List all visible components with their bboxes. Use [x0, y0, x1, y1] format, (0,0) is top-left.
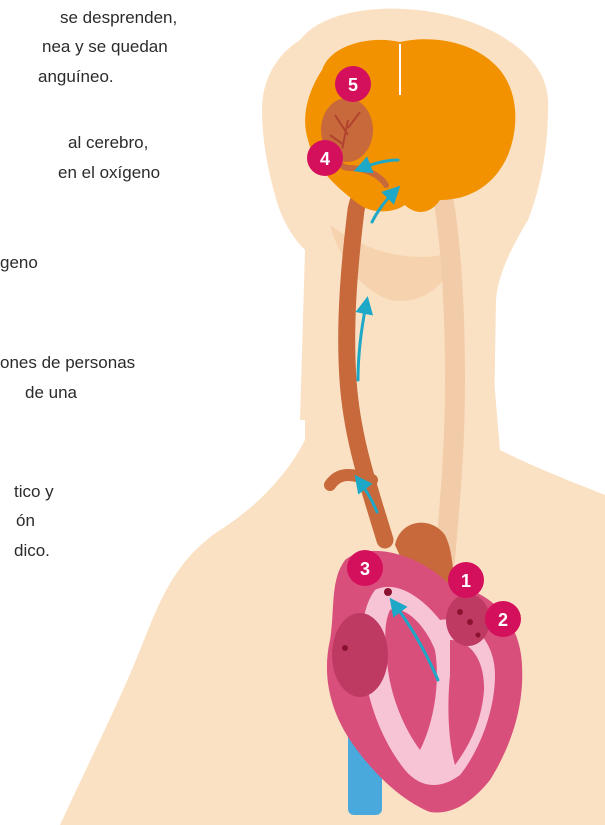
heart	[326, 522, 523, 813]
number-marker-4: 4	[307, 140, 343, 176]
chin-shadow	[330, 225, 460, 301]
marker-label: 4	[320, 149, 330, 169]
left-atrium	[332, 613, 388, 697]
right-carotid-artery	[430, 170, 466, 570]
number-marker-icon	[335, 66, 371, 102]
text-line-9: tico y	[14, 482, 54, 501]
clot-dot	[467, 619, 473, 625]
number-marker-5: 5	[335, 66, 371, 102]
marker-label: 3	[360, 559, 370, 579]
text-line-2: nea y se quedan	[42, 37, 168, 56]
text-line-8: de una	[25, 383, 77, 402]
number-marker-icon	[347, 550, 383, 586]
text-line-4: al cerebro,	[68, 133, 149, 152]
heart-chamber-left	[385, 609, 437, 750]
marker-label: 1	[461, 571, 471, 591]
flow-arrow-icon	[354, 474, 379, 514]
number-marker-3: 3	[347, 550, 383, 586]
number-marker-icon	[307, 140, 343, 176]
text-line-10: ón	[16, 511, 35, 530]
flow-arrow-icon	[355, 296, 374, 382]
flow-arrow-icon	[353, 156, 400, 174]
text-line-7: ones de personas	[0, 353, 136, 372]
clot-dot	[342, 645, 348, 651]
flow-arrow-icon	[370, 185, 401, 224]
heart-chamber-right	[448, 640, 485, 765]
marker-label: 5	[348, 75, 358, 95]
text-line-11: dico.	[14, 541, 50, 560]
flow-arrow-icon	[389, 597, 440, 682]
marker-label: 2	[498, 610, 508, 630]
number-marker-icon	[485, 601, 521, 637]
number-marker-1: 1	[448, 562, 484, 598]
clot-dot	[475, 632, 481, 638]
flow-arrows	[353, 156, 440, 682]
text-line-5: en el oxígeno	[58, 163, 161, 182]
number-marker-2: 2	[485, 601, 521, 637]
text-line-1: se desprenden,	[60, 8, 178, 27]
text-line-3: anguíneo.	[38, 67, 114, 86]
clot-dot	[457, 609, 463, 615]
brain-vessels	[329, 111, 361, 161]
neck-shoulders-shape	[60, 380, 605, 825]
clot-dot	[384, 588, 392, 596]
number-marker-icon	[448, 562, 484, 598]
text-line-6: geno	[0, 253, 38, 272]
